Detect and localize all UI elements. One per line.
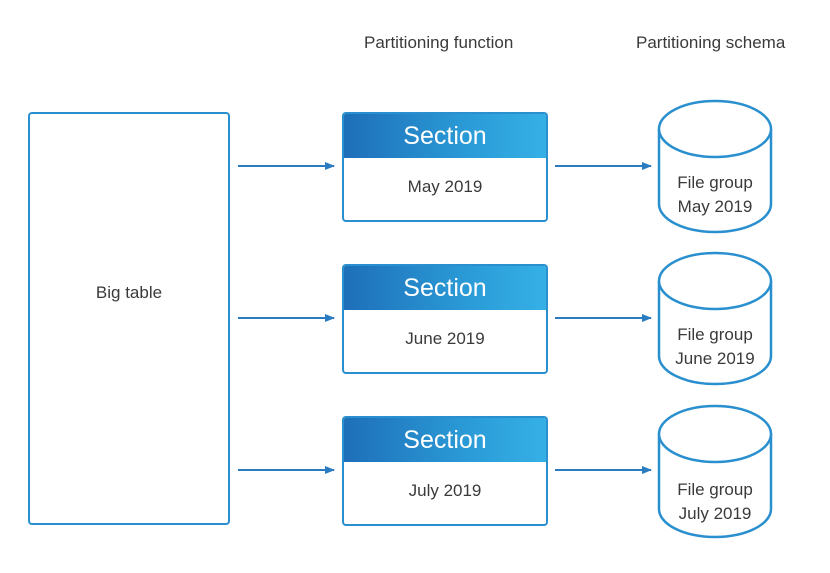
- file-group-label-2: File group June 2019: [657, 323, 773, 371]
- file-group-line2: July 2019: [678, 504, 752, 523]
- section-title: Section: [344, 418, 546, 462]
- section-box-2: Section June 2019: [342, 264, 548, 374]
- big-table-box: [28, 112, 230, 525]
- file-group-label-3: File group July 2019: [657, 478, 773, 526]
- section-label: May 2019: [407, 177, 483, 196]
- big-table-label: Big table: [95, 283, 163, 302]
- file-group-line1: File group: [677, 173, 753, 192]
- section-box-3: Section July 2019: [342, 416, 548, 526]
- file-group-label-1: File group May 2019: [657, 171, 773, 219]
- partitioning-function-header: Partitioning function: [364, 33, 514, 52]
- file-group-cylinder-1: [657, 99, 773, 234]
- section-box-1: Section May 2019: [342, 112, 548, 222]
- section-label: June 2019: [405, 329, 485, 348]
- file-group-cylinder-3: [657, 404, 773, 539]
- file-group-line1: File group: [677, 480, 753, 499]
- file-group-line1: File group: [677, 325, 753, 344]
- section-title: Section: [344, 114, 546, 158]
- file-group-line2: June 2019: [675, 349, 755, 368]
- section-title: Section: [344, 266, 546, 310]
- section-label: July 2019: [408, 481, 482, 500]
- file-group-cylinder-2: [657, 251, 773, 386]
- file-group-line2: May 2019: [677, 197, 753, 216]
- partitioning-schema-header: Partitioning schema: [636, 33, 786, 52]
